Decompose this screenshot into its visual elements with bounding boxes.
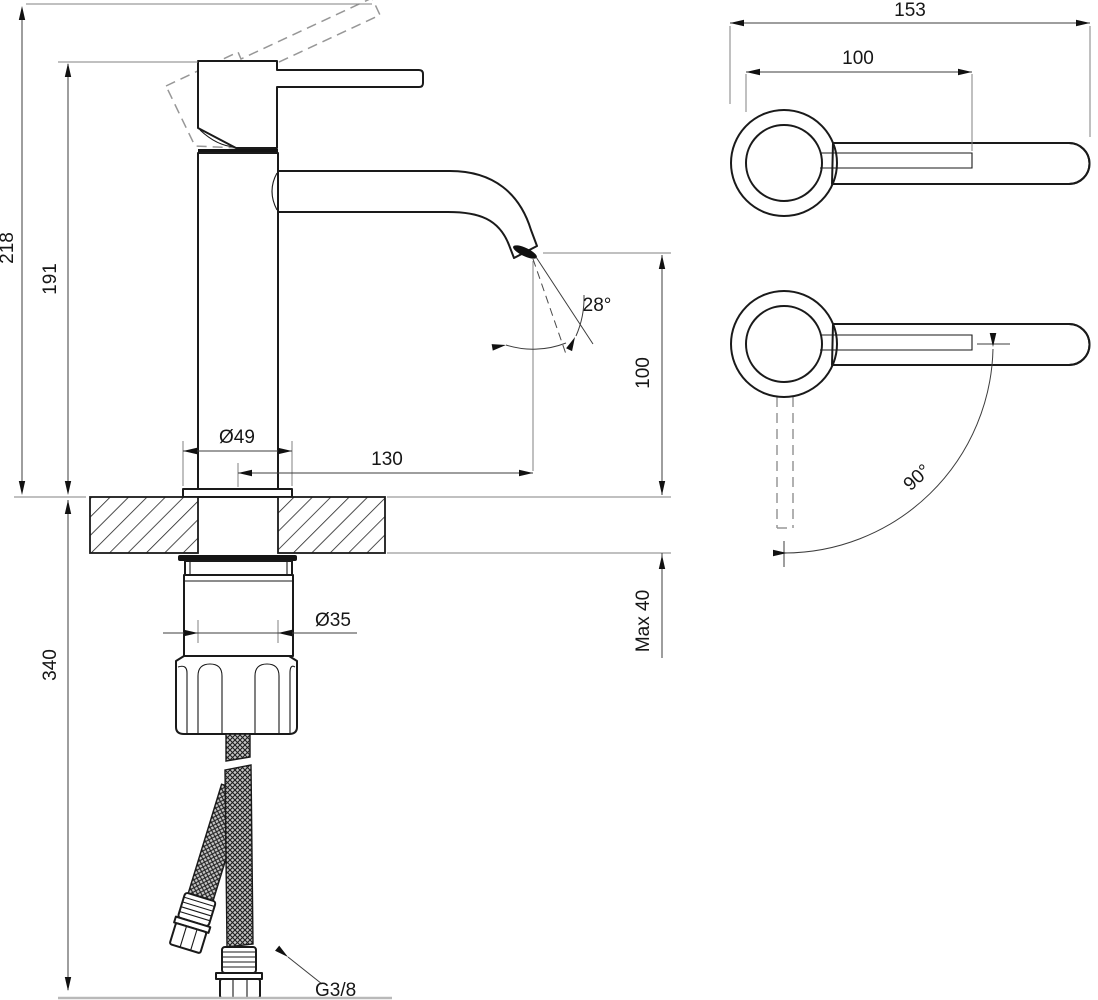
dim-label-o49: Ø49	[219, 427, 255, 448]
handle-grip-seam-b	[820, 334, 973, 351]
mounting-nut-slot	[254, 663, 280, 734]
handle-hub-inner-b	[745, 305, 823, 383]
dimension-spout-height: 100	[387, 252, 671, 554]
dimension-height-body: 191	[40, 61, 198, 495]
handle-hub-outer-b	[730, 290, 838, 398]
seal-ring	[184, 560, 293, 576]
spout-root-cap	[271, 172, 278, 211]
dim-label-100-front: 100	[633, 357, 654, 389]
dimension-swivel-angle: 90°	[773, 333, 1010, 567]
handle-grip-seam	[820, 152, 973, 169]
spout	[277, 170, 538, 259]
dim-label-218: 218	[0, 232, 18, 264]
dim-label-90deg: 90°	[900, 460, 935, 495]
mounting-shank	[183, 574, 294, 657]
dim-label-100-top: 100	[842, 48, 874, 69]
deck-hatch-left	[89, 496, 199, 554]
dim-label-130: 130	[371, 449, 403, 470]
hose-nut-facets-angled	[179, 925, 198, 951]
stream-angle-detail: 28°	[491, 256, 612, 358]
dim-label-28deg: 28°	[583, 295, 612, 316]
hose-nut-facets-main	[232, 979, 248, 998]
hose-stub	[225, 733, 251, 762]
mounting-nut	[175, 655, 298, 735]
handle-raised-dashed-outline	[164, 0, 381, 149]
dimension-height-total: 218	[0, 3, 372, 495]
mounting-nut-slot-edge	[177, 665, 188, 734]
handle-hub-inner	[745, 124, 823, 202]
handle-lever-top	[831, 142, 1091, 185]
faucet-body	[197, 60, 424, 149]
deck-hatch-right	[277, 496, 386, 554]
base-flange	[182, 488, 293, 498]
body-chamfer-detail	[199, 129, 236, 148]
mounting-nut-slot-edge	[289, 665, 296, 734]
spout-outlet	[513, 245, 537, 259]
dim-label-g38: G3/8	[315, 980, 356, 1000]
hose-nut-main	[219, 978, 261, 999]
seal-ring-edges	[189, 561, 288, 575]
body-joint-band	[198, 149, 278, 154]
mounting-nut-slot	[197, 663, 223, 734]
under-deck-mounting	[175, 555, 298, 735]
dim-label-max40: Max 40	[633, 590, 654, 652]
dim-label-153: 153	[894, 0, 926, 21]
gasket	[178, 555, 297, 561]
dimension-spout-reach: 130	[237, 261, 534, 487]
handle-lever-top-b	[831, 323, 1091, 366]
dim-label-191: 191	[40, 263, 61, 295]
dimension-deck-max: Max 40	[633, 553, 666, 658]
deck-cross-section	[89, 496, 386, 554]
dim-label-o35: Ø35	[315, 610, 351, 631]
hose-collar-ribs-main	[222, 951, 256, 968]
handle-rotated-dashed	[776, 397, 794, 529]
thread-callout: G3/8	[275, 945, 356, 1000]
dimension-base-diameter: Ø49	[182, 427, 293, 486]
dim-label-340: 340	[40, 649, 61, 681]
dimension-handle-length: 100	[745, 48, 973, 151]
handle-hub-outer	[730, 109, 838, 217]
dimension-length-total: 153	[729, 0, 1091, 137]
front-view: 218 191 340 Ø49	[0, 0, 671, 1000]
riser-column	[197, 152, 279, 490]
hose-collar-ribs-angled	[179, 896, 215, 922]
supply-hose-main	[215, 733, 263, 999]
dimension-height-below-deck: 340	[40, 500, 72, 991]
hose-braid-main	[224, 764, 254, 948]
top-view-handle-swivel: 90°	[730, 290, 1091, 567]
dimension-shank-diameter: Ø35	[163, 610, 357, 643]
hose-collar-main	[221, 946, 257, 974]
top-view-handle: 153 100	[729, 0, 1091, 217]
